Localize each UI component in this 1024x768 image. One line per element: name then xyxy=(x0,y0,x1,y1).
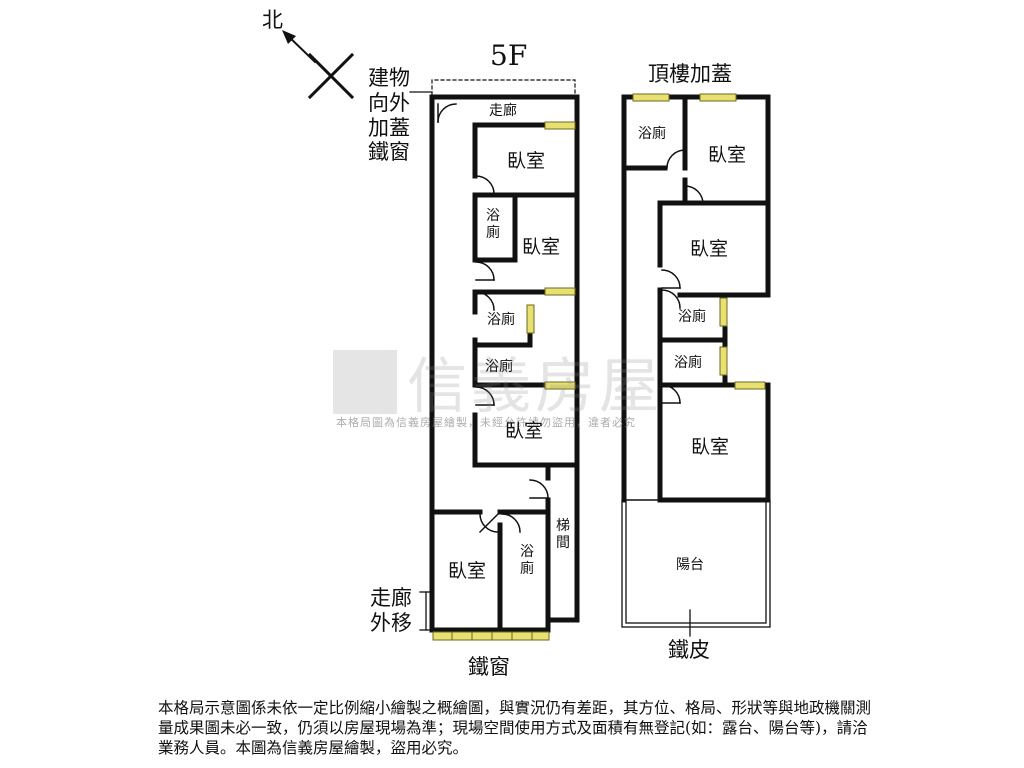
watermark-sub: 本格局圖為信義房屋繪製，未經允許請勿盜用，違者必究 xyxy=(336,416,636,429)
north-arrow-icon xyxy=(284,32,355,100)
roof-bathroom-1: 浴廁 xyxy=(638,126,666,142)
building-window-note: 建物 向外 加蓋 鐵窗 xyxy=(368,66,410,165)
extension-dashed-outline xyxy=(431,79,576,96)
roof-bedroom-3: 臥室 xyxy=(691,436,730,458)
disclaimer-text: 本格局示意圖係未依一定比例縮小繪製之概繪圖，與實況仍有差距，其方位、格局、形狀等… xyxy=(158,699,872,758)
5f-bedroom-3: 臥室 xyxy=(505,420,544,442)
roof-doors xyxy=(661,149,704,404)
5f-bedroom-2: 臥室 xyxy=(522,236,561,258)
5f-bathroom-3: 浴廁 xyxy=(485,359,513,375)
5f-stairs: 梯間 xyxy=(556,518,570,551)
5f-bathroom-2: 浴廁 xyxy=(487,312,515,328)
north-label: 北 xyxy=(262,8,283,32)
5f-bedroom-4: 臥室 xyxy=(448,560,487,582)
floor-title-5f: 5F xyxy=(490,39,528,72)
floor-5f-doors xyxy=(437,103,549,534)
roof-bedroom-2: 臥室 xyxy=(690,238,729,260)
corridor-shift-note: 走廊 外移 xyxy=(370,586,412,635)
roof-balcony: 陽台 xyxy=(676,557,704,573)
roof-bathroom-2: 浴廁 xyxy=(678,309,706,325)
north-arrowhead-icon xyxy=(282,30,296,44)
windows xyxy=(432,93,766,641)
iron-sheet-label: 鐵皮 xyxy=(668,638,710,662)
roof-title: 頂樓加蓋 xyxy=(648,62,732,86)
5f-corridor: 走廊 xyxy=(489,103,517,119)
floor-5f-walls xyxy=(429,94,580,633)
iron-window-label: 鐵窗 xyxy=(468,655,510,679)
roof-bedroom-1: 臥室 xyxy=(708,144,747,166)
5f-bathroom-1: 浴廁 xyxy=(486,208,500,241)
corridor-shift-marker xyxy=(419,591,433,631)
5f-bedroom-1: 臥室 xyxy=(507,150,546,172)
5f-bathroom-4: 浴廁 xyxy=(520,544,534,577)
roof-bathroom-3: 浴廁 xyxy=(674,355,702,371)
balcony-outline xyxy=(621,499,771,637)
